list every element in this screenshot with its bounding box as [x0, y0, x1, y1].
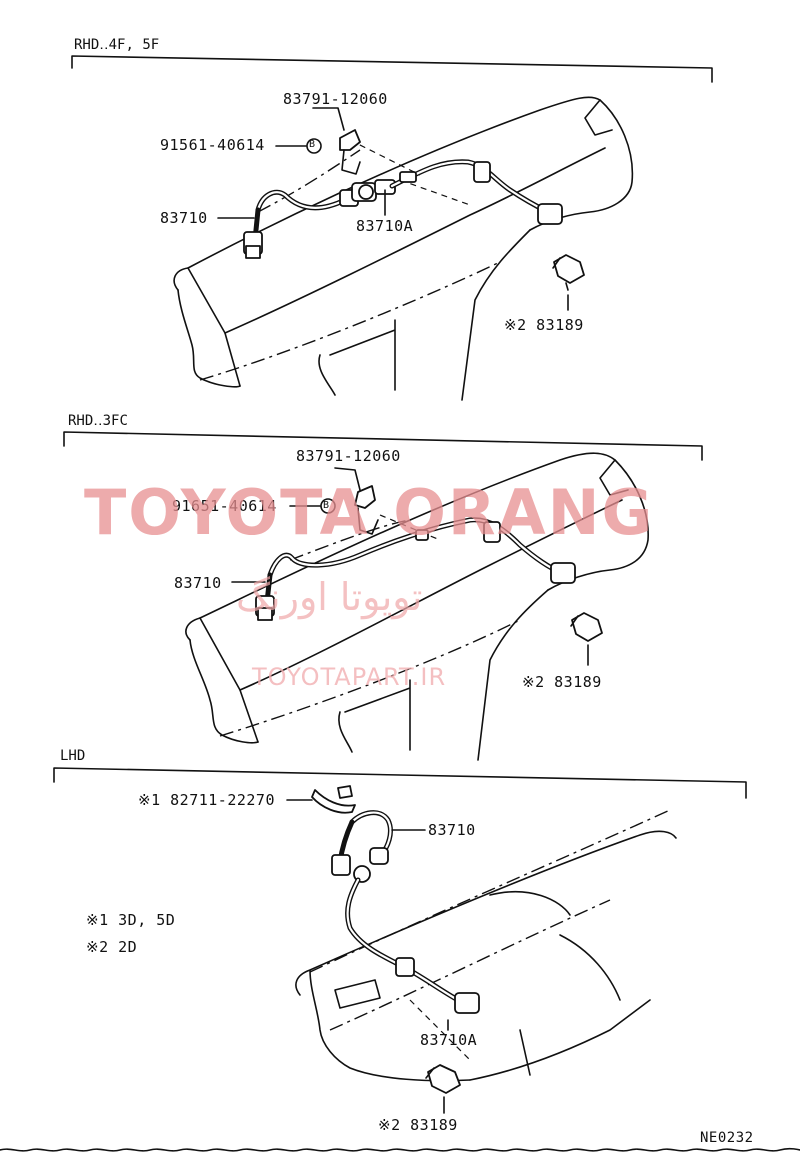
section-2-drawing [63, 431, 703, 761]
label-cable-83710a: 83710A [356, 217, 414, 235]
label-sleeve-83189-b: ※2 83189 [522, 673, 602, 691]
label-cable-83710: 83710 [160, 209, 208, 227]
label-clamp-83791: 83791-12060 [283, 90, 388, 108]
label-cable-83710a-c: 83710A [420, 1031, 478, 1049]
section-title-rhd-4f5f: RHD‥4F, 5F [74, 37, 160, 53]
label-bolt-91651: 91651-40614 [172, 497, 277, 515]
note-1: ※1 3D, 5D [86, 911, 176, 929]
note-2: ※2 2D [86, 938, 138, 956]
bolt-mark-b: B [309, 139, 316, 150]
section-3-drawing [53, 767, 747, 1114]
label-bolt-91561: 91561-40614 [160, 136, 265, 154]
label-grommet-82711: ※1 82711-22270 [138, 791, 275, 809]
label-cable-83710-c: 83710 [428, 821, 476, 839]
label-sleeve-83189-c: ※2 83189 [378, 1116, 458, 1134]
section-title-lhd: LHD [60, 748, 86, 764]
section-1-drawing [71, 55, 713, 401]
bottom-border [0, 1147, 800, 1152]
label-clamp-83791-b: 83791-12060 [296, 447, 401, 465]
label-cable-83710-b: 83710 [174, 574, 222, 592]
bolt-mark-b-2: B [323, 500, 330, 511]
section-title-rhd-3fc: RHD‥3FC [68, 413, 128, 429]
label-sleeve-83189: ※2 83189 [504, 316, 584, 334]
footer-code: NE0232 [700, 1130, 754, 1146]
